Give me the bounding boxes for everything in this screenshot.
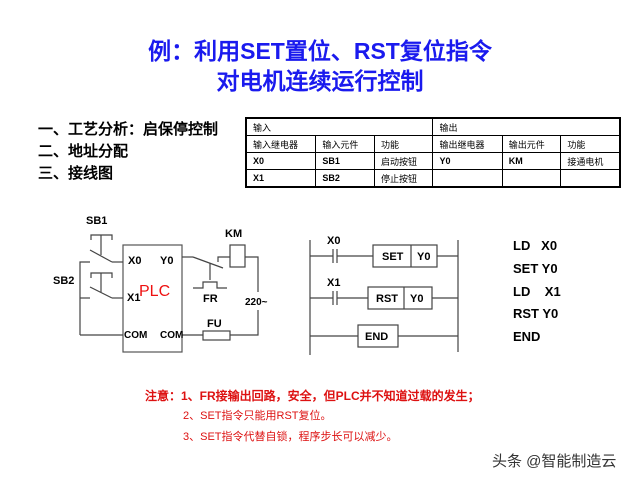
label-x1: X1 — [127, 292, 140, 304]
label-fr: FR — [203, 293, 218, 305]
instruction: LD X0 — [513, 238, 557, 253]
set-instruction: SET — [382, 251, 404, 263]
set-operand: Y0 — [417, 251, 430, 263]
instruction: END — [513, 329, 540, 344]
instruction: SET Y0 — [513, 261, 558, 276]
note-1: 注意：1、FR接输出回路，安全，但PLC并不知道过载的发生； — [145, 389, 480, 403]
title-line-1: 例：利用SET置位、RST复位指令 — [148, 38, 492, 64]
rst-instruction: RST — [376, 293, 398, 305]
note-3: 3、SET指令代替自锁，程序步长可以减少。 — [183, 431, 398, 443]
cell: SB2 — [315, 169, 375, 188]
title-line-2: 对电机连续运行控制 — [216, 68, 424, 94]
label-com-out: COM — [160, 330, 183, 341]
cell: 启动按钮 — [373, 152, 434, 170]
section-1: 一、工艺分析：启保停控制 — [38, 121, 219, 138]
wiring-diagram — [79, 234, 259, 353]
cell: X0 — [245, 152, 317, 170]
label-com-in: COM — [124, 330, 147, 341]
end-instruction: END — [365, 331, 388, 343]
contact-label-x1: X1 — [327, 277, 340, 289]
table-header-row: 输入继电器输入元件功能输出继电器输出元件功能 — [245, 135, 621, 153]
cell: Y0 — [432, 152, 503, 170]
note-2: 2、SET指令只能用RST复位。 — [183, 410, 332, 422]
cell — [432, 169, 503, 188]
label-y0: Y0 — [160, 255, 173, 267]
instruction: RST Y0 — [513, 306, 558, 321]
instruction: LD X1 — [513, 284, 561, 299]
col-header: 输出继电器 — [432, 135, 503, 153]
section-3: 三、接线图 — [38, 165, 114, 182]
label-sb2: SB2 — [53, 275, 74, 287]
label-plc: PLC — [139, 283, 170, 300]
label-sb1: SB1 — [86, 215, 107, 227]
label-x0: X0 — [128, 255, 141, 267]
rst-operand: Y0 — [410, 293, 423, 305]
cell: X1 — [245, 169, 317, 188]
instruction-list: LD X0 SET Y0 LD X1 RST Y0 END — [513, 238, 561, 344]
label-voltage: 220~ — [245, 297, 268, 308]
contact-label-x0: X0 — [327, 235, 340, 247]
cell: 接通电机 — [560, 152, 621, 170]
ladder-diagram — [309, 240, 459, 355]
label-km: KM — [225, 228, 242, 240]
cell — [560, 169, 621, 188]
section-2: 二、地址分配 — [38, 143, 129, 160]
cell: KM — [501, 152, 562, 170]
watermark: 头条 @智能制造云 — [492, 453, 617, 470]
label-fu: FU — [207, 318, 222, 330]
